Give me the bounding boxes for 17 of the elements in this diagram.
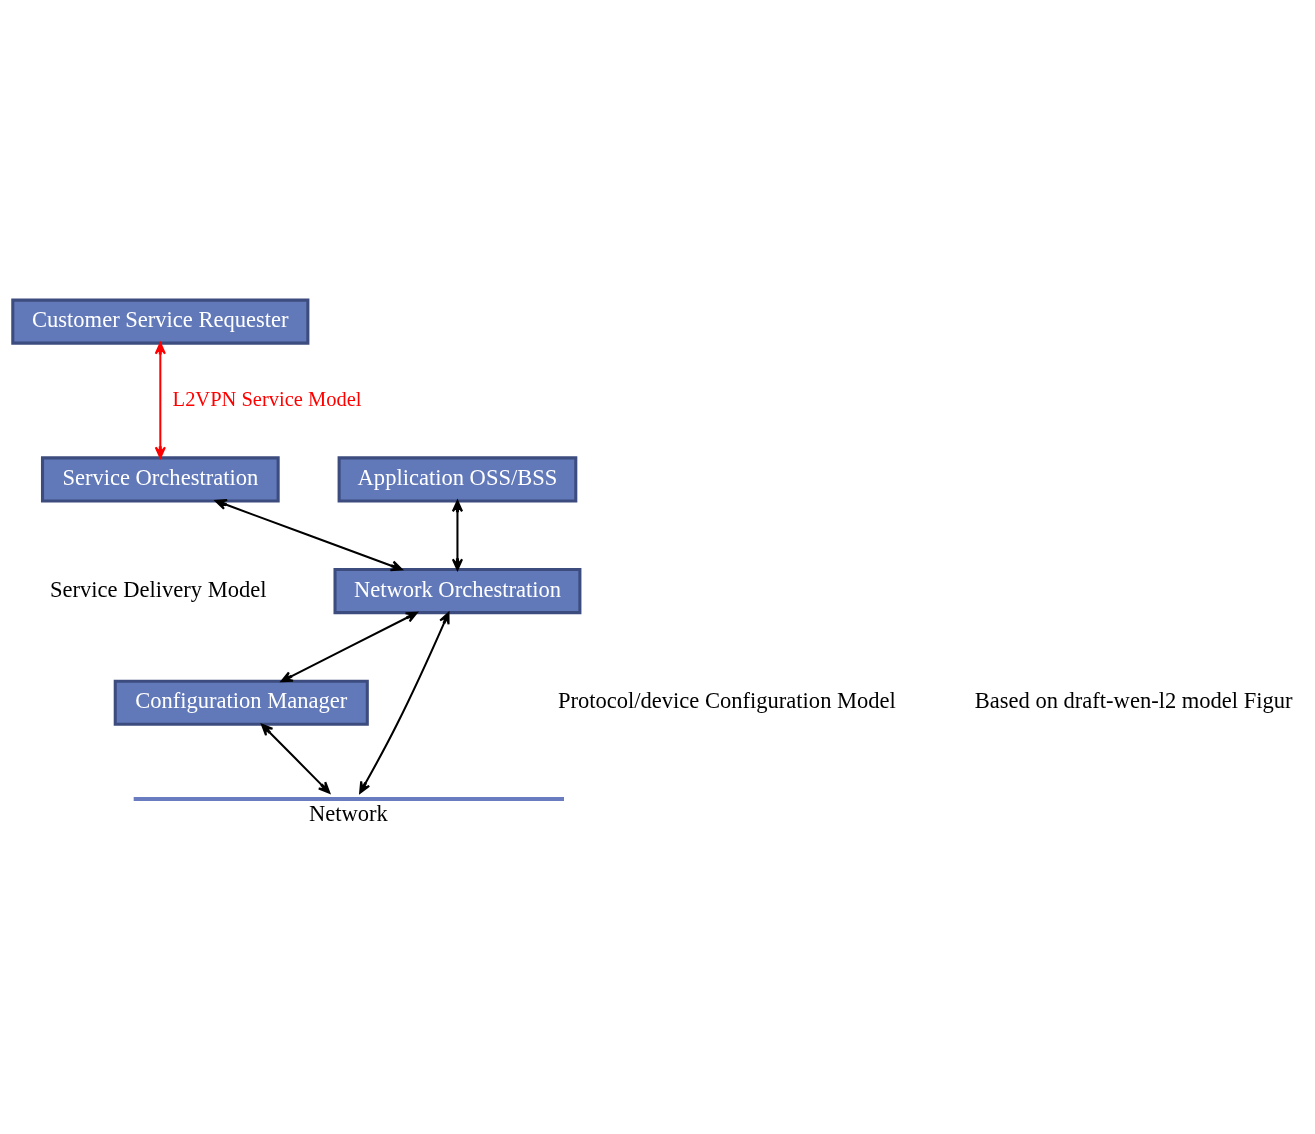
node-box <box>133 797 564 802</box>
node-box: Configuration Manager <box>113 679 369 726</box>
node-box: Service Orchestration <box>40 456 280 503</box>
node-box: Application OSS/BSS <box>337 456 578 503</box>
arrow <box>359 611 450 794</box>
arrow <box>451 500 464 571</box>
edge-label: L2VPN Service Model <box>172 387 362 410</box>
node-box: Customer Service Requester <box>11 298 310 345</box>
arrow <box>280 611 418 683</box>
label: Based on draft-wen-l2 model Figur <box>974 688 1293 714</box>
arrow <box>154 342 166 459</box>
node-box: Network Orchestration <box>333 568 582 615</box>
label: Service Delivery Model <box>50 576 267 602</box>
label: Protocol/device Configuration Model <box>557 688 896 714</box>
arrow <box>261 723 331 794</box>
arrow <box>214 499 403 572</box>
node-label: Network <box>308 801 388 827</box>
